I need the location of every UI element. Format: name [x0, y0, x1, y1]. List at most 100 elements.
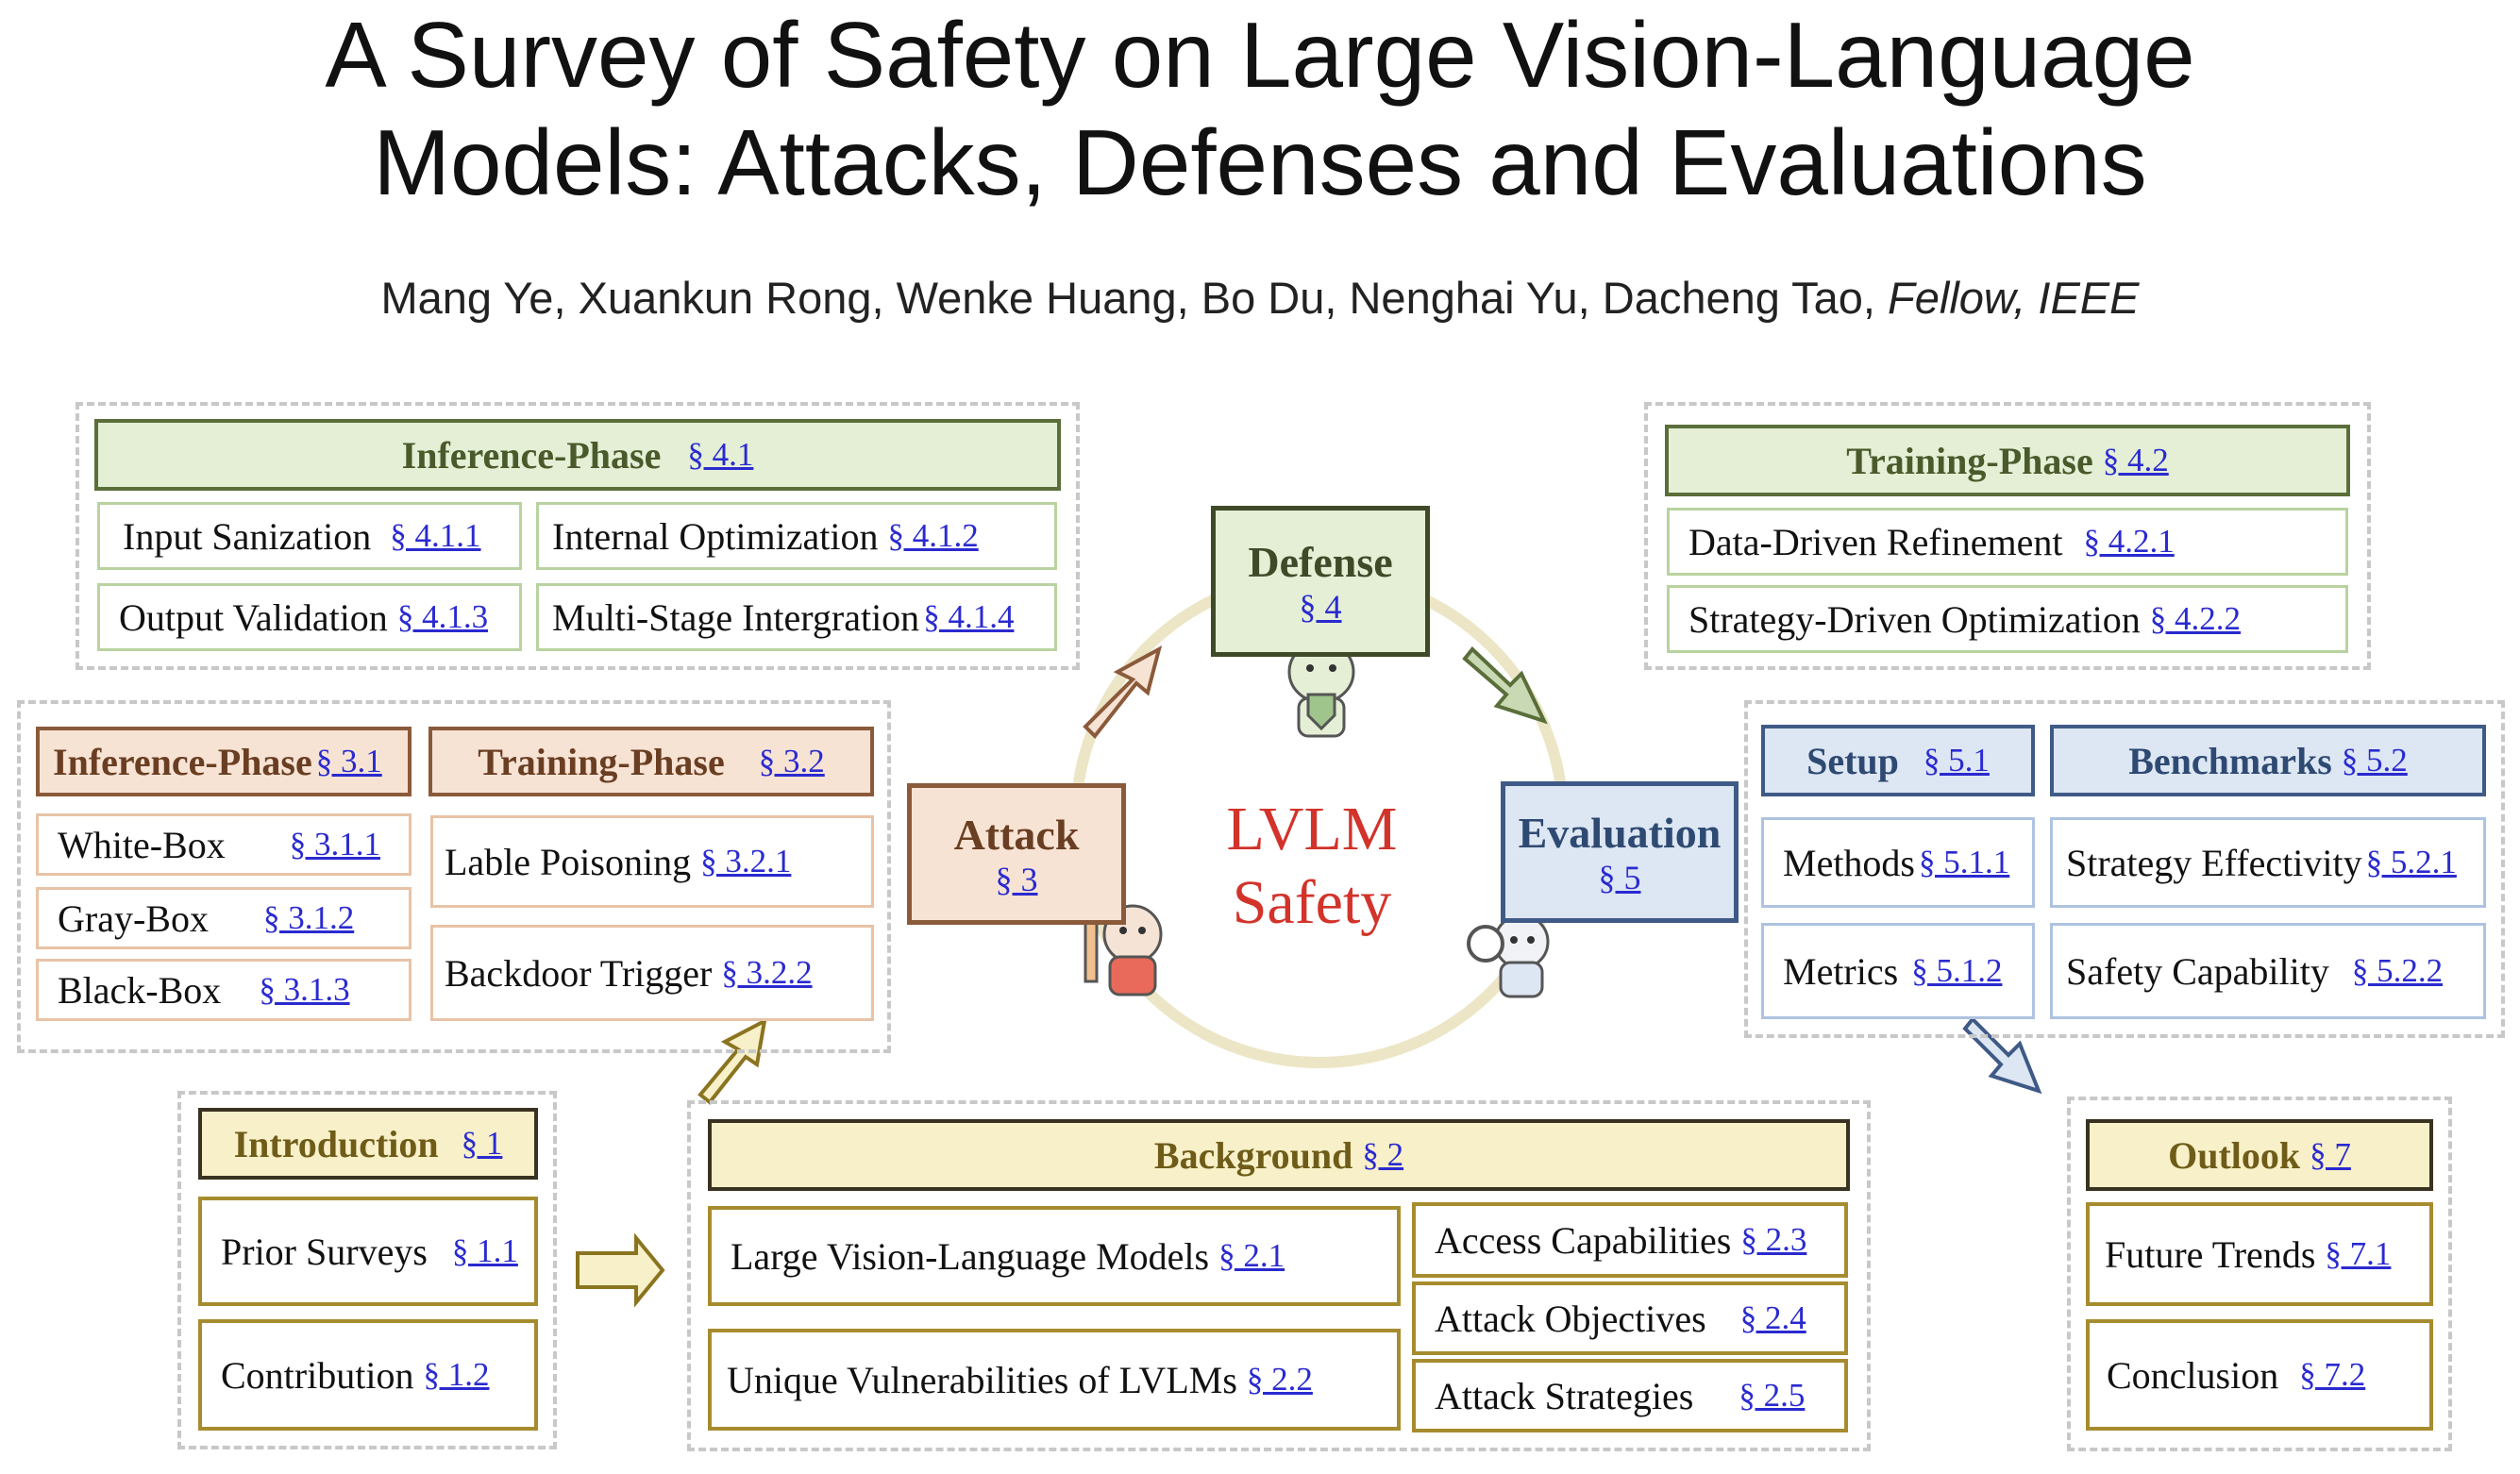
item-label: Black-Box — [58, 968, 222, 1012]
attack-training-header: Training-Phase § 3.2 — [428, 727, 874, 796]
evaluation-node-label: Evaluation — [1518, 808, 1722, 857]
item-ref[interactable]: § 7.2 — [2299, 1356, 2366, 1393]
item-ref[interactable]: § 3.1.3 — [259, 971, 350, 1008]
item-ref[interactable]: § 4.2.2 — [2149, 600, 2242, 637]
item-label: Methods — [1783, 841, 1915, 884]
attack-inference-header-label: Inference-Phase — [53, 740, 312, 783]
attack-item-gray-box: Gray-Box § 3.1.2 — [36, 887, 412, 949]
item-ref[interactable]: § 2.3 — [1740, 1221, 1807, 1258]
defense-item-multi-stage: Multi-Stage Intergration § 4.1.4 — [536, 583, 1057, 651]
item-label: Multi-Stage Intergration — [552, 595, 920, 639]
attack-node-label: Attack — [953, 810, 1080, 859]
item-ref[interactable]: § 5.1.1 — [1919, 844, 2010, 880]
eval-item-metrics: Metrics § 5.1.2 — [1761, 923, 2035, 1019]
arrow-background-to-attack — [697, 1017, 767, 1105]
item-label: Metrics — [1783, 949, 1899, 993]
item-ref[interactable]: § 2.4 — [1739, 1299, 1806, 1336]
item-ref[interactable]: § 3.1.2 — [262, 899, 355, 936]
item-ref[interactable]: § 2.1 — [1218, 1237, 1285, 1274]
item-label: Attack Objectives — [1435, 1297, 1706, 1340]
item-label: Conclusion — [2107, 1353, 2279, 1397]
attack-group — [17, 700, 891, 1053]
outlook-header-ref[interactable]: § 7 — [2310, 1136, 2351, 1173]
eval-setup-header-label: Setup — [1806, 739, 1899, 782]
eval-item-strategy-effectivity: Strategy Effectivity § 5.2.1 — [2050, 817, 2486, 908]
defense-inference-header: Inference-Phase § 4.1 — [94, 419, 1061, 491]
introduction-header-label: Introduction — [233, 1122, 439, 1165]
paper-title-line2: Models: Attacks, Defenses and Evaluation… — [373, 110, 2147, 214]
background-header-label: Background — [1153, 1133, 1353, 1177]
defense-training-header: Training-Phase § 4.2 — [1665, 425, 2350, 496]
bg-item-large-vision-language-models: Large Vision-Language Models § 2.1 — [708, 1206, 1401, 1306]
item-label: Backdoor Trigger — [445, 951, 713, 995]
item-label: Contribution — [221, 1353, 414, 1397]
item-ref[interactable]: § 2.5 — [1739, 1377, 1806, 1414]
item-label: Unique Vulnerabilities of LVLMs — [727, 1358, 1237, 1401]
defense-item-data-driven: Data-Driven Refinement § 4.2.1 — [1667, 508, 2348, 576]
attack-item-black-box: Black-Box § 3.1.3 — [36, 959, 412, 1021]
item-ref[interactable]: § 3.2.1 — [700, 843, 792, 879]
attack-training-header-label: Training-Phase — [478, 740, 725, 783]
defense-node-ref[interactable]: § 4 — [1299, 587, 1342, 626]
attack-inference-header-ref[interactable]: § 3.1 — [315, 743, 382, 779]
item-label: Strategy-Driven Optimization — [1688, 597, 2141, 641]
defense-item-strategy-driven: Strategy-Driven Optimization § 4.2.2 — [1667, 585, 2348, 653]
eval-benchmarks-header-ref[interactable]: § 5.2 — [2341, 742, 2408, 779]
attack-item-label-poisoning: Lable Poisoning § 3.2.1 — [430, 815, 874, 908]
outlook-item-future-trends: Future Trends § 7.1 — [2086, 1202, 2433, 1306]
item-label: Output Validation — [119, 595, 388, 639]
lvlm-label-line2: Safety — [1232, 868, 1392, 937]
item-ref[interactable]: § 5.1.2 — [1911, 952, 2003, 989]
item-ref[interactable]: § 4.1.4 — [923, 598, 1015, 635]
item-ref[interactable]: § 1.2 — [423, 1356, 490, 1393]
item-ref[interactable]: § 7.1 — [2325, 1235, 2392, 1272]
item-ref[interactable]: § 5.2.2 — [2351, 952, 2444, 989]
eval-benchmarks-header-label: Benchmarks — [2128, 739, 2332, 782]
arrow-attack-to-defense — [1083, 645, 1163, 740]
item-label: Prior Surveys — [221, 1230, 428, 1273]
author-fellow-suffix: Fellow, IEEE — [1888, 273, 2140, 323]
defense-node: Defense § 4 — [1211, 506, 1430, 657]
eval-setup-header: Setup § 5.1 — [1761, 725, 2035, 796]
defense-item-output-validation: Output Validation § 4.1.3 — [97, 583, 522, 651]
item-ref[interactable]: § 3.2.2 — [721, 954, 813, 991]
item-label: Gray-Box — [58, 896, 209, 940]
defense-item-input-sanization: Input Sanization § 4.1.1 — [97, 502, 522, 570]
evaluation-node-ref[interactable]: § 5 — [1598, 858, 1641, 896]
item-ref[interactable]: § 3.1.1 — [289, 826, 380, 863]
item-label: Future Trends — [2105, 1232, 2316, 1276]
introduction-header: Introduction § 1 — [198, 1108, 538, 1180]
arrow-intro-to-background — [576, 1232, 665, 1308]
defense-inference-header-ref[interactable]: § 4.1 — [687, 436, 754, 473]
defense-inference-group — [76, 402, 1080, 670]
defense-training-header-ref[interactable]: § 4.2 — [2102, 442, 2169, 478]
evaluation-magnifier-mascot-icon — [1467, 913, 1550, 998]
background-header-ref[interactable]: § 2 — [1362, 1136, 1404, 1173]
item-label: Access Capabilities — [1435, 1218, 1732, 1262]
item-label: Large Vision-Language Models — [731, 1234, 1210, 1278]
eval-setup-header-ref[interactable]: § 5.1 — [1923, 742, 1990, 779]
arrow-defense-to-evaluation — [1462, 646, 1548, 725]
outlook-header: Outlook § 7 — [2086, 1119, 2433, 1191]
item-ref[interactable]: § 1.1 — [451, 1232, 518, 1269]
background-group — [687, 1100, 1871, 1451]
item-label: Input Sanization — [123, 514, 372, 558]
item-ref[interactable]: § 4.1.3 — [396, 598, 489, 635]
item-ref[interactable]: § 5.2.1 — [2365, 844, 2457, 880]
item-ref[interactable]: § 4.1.1 — [390, 517, 481, 554]
item-ref[interactable]: § 4.1.2 — [887, 517, 979, 554]
attack-item-white-box: White-Box § 3.1.1 — [36, 813, 412, 876]
item-label: Data-Driven Refinement — [1688, 520, 2063, 563]
bg-item-attack-objectives: Attack Objectives § 2.4 — [1412, 1281, 1848, 1355]
outlook-header-label: Outlook — [2168, 1133, 2301, 1177]
introduction-header-ref[interactable]: § 1 — [461, 1125, 503, 1162]
item-ref[interactable]: § 2.2 — [1246, 1361, 1313, 1398]
eval-benchmarks-header: Benchmarks § 5.2 — [2050, 725, 2486, 796]
item-ref[interactable]: § 4.2.1 — [2083, 523, 2175, 560]
item-label: Lable Poisoning — [445, 840, 692, 883]
attack-training-header-ref[interactable]: § 3.2 — [758, 743, 825, 779]
defense-training-group — [1644, 402, 2371, 670]
defense-shield-mascot-icon — [1287, 640, 1355, 738]
item-label: Strategy Effectivity — [2066, 841, 2362, 884]
attack-node-ref[interactable]: § 3 — [995, 860, 1038, 898]
